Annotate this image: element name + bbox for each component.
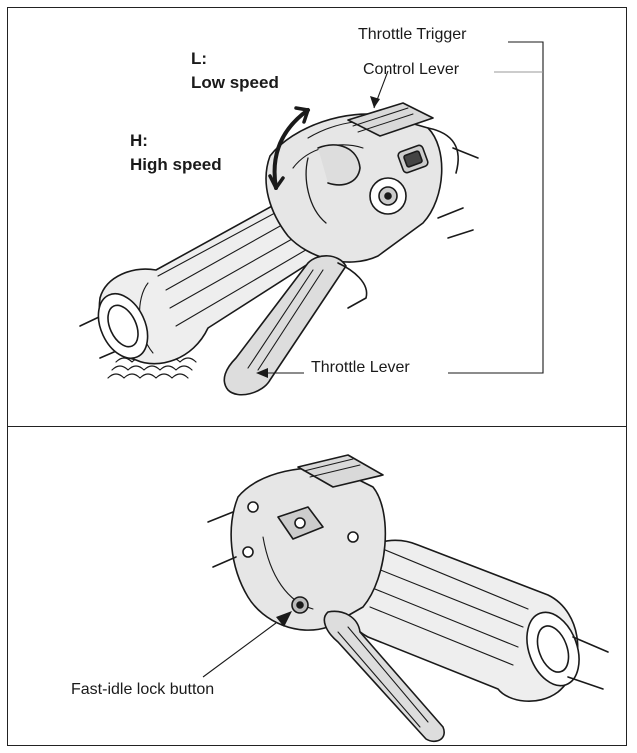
throttle-lever-part — [223, 255, 347, 396]
throttle-trigger-label: Throttle Trigger — [358, 26, 467, 43]
top-panel: L: Low speed H: High speed Throttle Trig… — [7, 7, 627, 427]
throttle-trigger-part — [297, 454, 384, 488]
control-lever-part — [317, 144, 361, 186]
low-speed-code: L: — [191, 49, 208, 68]
fast-idle-lock-label: Fast-idle lock button — [71, 681, 215, 698]
speed-direction-arrow — [272, 108, 310, 190]
throttle-lever-part — [323, 610, 445, 743]
high-speed-code: H: — [130, 131, 148, 150]
bottom-panel: Fast-idle lock button — [7, 426, 627, 746]
bottom-illustration — [202, 454, 609, 743]
control-lever-label: Control Lever — [363, 61, 460, 78]
throttle-lever-label: Throttle Lever — [311, 359, 410, 376]
throttle-trigger-part — [347, 102, 434, 137]
throttle-housing — [265, 113, 443, 263]
leader-throttle-trigger — [448, 41, 544, 374]
high-speed-text: High speed — [130, 155, 222, 174]
low-speed-text: Low speed — [191, 73, 279, 92]
leader-fast-idle — [202, 622, 277, 678]
top-illustration — [79, 41, 544, 396]
